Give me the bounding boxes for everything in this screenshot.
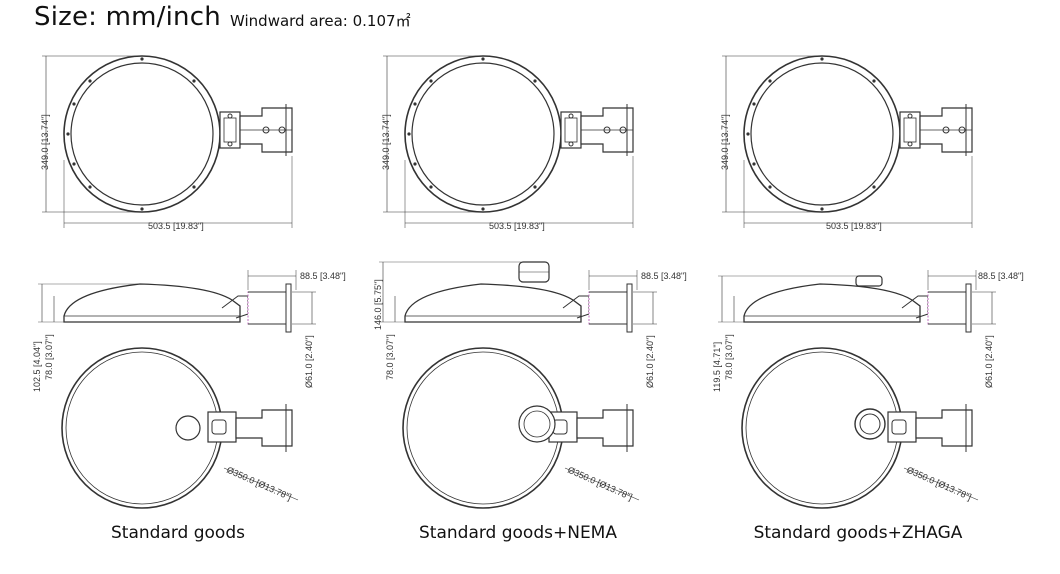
caption-nema: Standard goods+NEMA [419, 523, 617, 543]
v2-total-h-label: 146.0 [5.75"] [373, 279, 383, 330]
v1-pipe-d-label: Ø61.0 [2.40"] [304, 335, 314, 388]
v2-diameter-label: Ø350.0 [Ø13.78"] [566, 465, 634, 503]
v3-diameter-label: Ø350.0 [Ø13.78"] [905, 465, 973, 503]
v1-bracket-len-label: 88.5 [3.48"] [300, 271, 346, 281]
v1-height-top-label: 349.0 [13.74"] [40, 114, 50, 170]
v1-width-label: 503.5 [19.83"] [148, 221, 204, 231]
variant-2-drawing [379, 55, 658, 509]
v3-bracket-len-label: 88.5 [3.48"] [978, 271, 1024, 281]
variant-1-drawing [38, 55, 317, 509]
v1-total-h-label: 102.5 [4.04"] [32, 341, 42, 392]
variant-3-drawing [718, 55, 997, 509]
v3-total-h-label: 119.5 [4.71"] [712, 342, 722, 392]
v2-height-top-label: 349.0 [13.74"] [381, 114, 391, 170]
v2-pipe-d-label: Ø61.0 [2.40"] [645, 335, 655, 388]
v3-width-label: 503.5 [19.83"] [826, 221, 882, 231]
page-title: Size: mm/inch [34, 2, 221, 32]
v3-body-h-label: 78.0 [3.07"] [724, 334, 734, 380]
v1-body-h-label: 78.0 [3.07"] [44, 334, 54, 380]
windward-area-label: Windward area: 0.107㎡ [230, 12, 411, 30]
caption-standard: Standard goods [111, 523, 245, 543]
v3-height-top-label: 349.0 [13.74"] [720, 114, 730, 170]
v3-pipe-d-label: Ø61.0 [2.40"] [984, 335, 994, 388]
v2-width-label: 503.5 [19.83"] [489, 221, 545, 231]
v1-diameter-label: Ø350.0 [Ø13.78"] [225, 465, 293, 503]
v2-bracket-len-label: 88.5 [3.48"] [641, 271, 687, 281]
v2-body-h-label: 78.0 [3.07"] [385, 334, 395, 380]
caption-zhaga: Standard goods+ZHAGA [753, 523, 963, 543]
